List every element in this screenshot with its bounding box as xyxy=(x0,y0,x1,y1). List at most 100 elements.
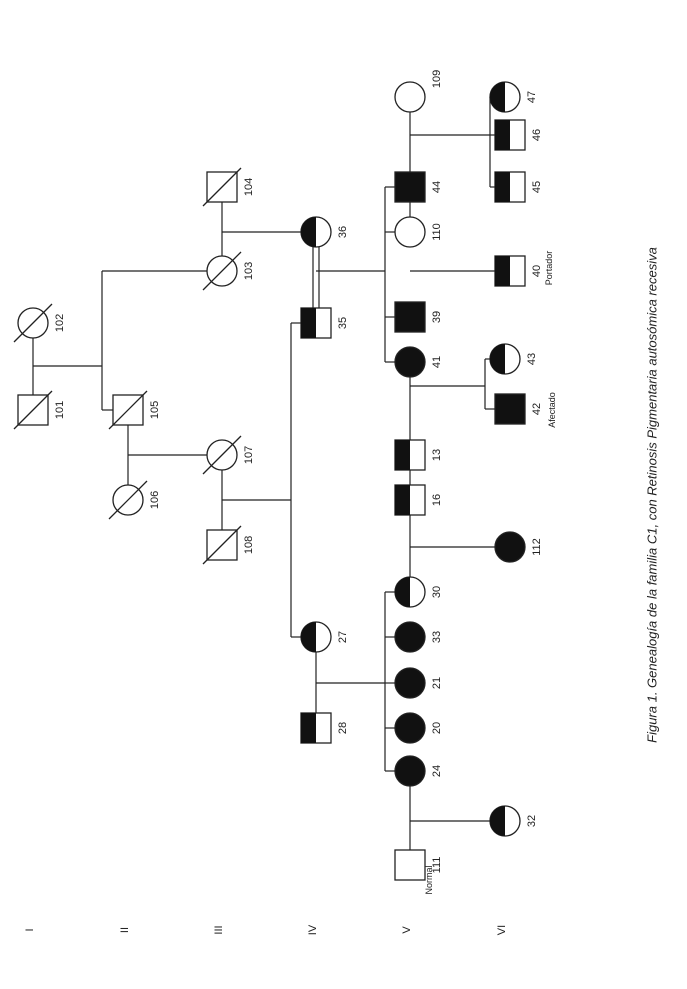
individual-id-label: 112 xyxy=(531,538,543,556)
individual-id-label: 32 xyxy=(526,815,538,827)
annotation-afectado: Afectado xyxy=(547,392,557,428)
individual-43 xyxy=(489,343,521,375)
generation-label: IV xyxy=(307,924,319,935)
deceased-slash xyxy=(13,390,53,430)
individual-33 xyxy=(394,621,426,653)
individual-45 xyxy=(494,171,526,203)
female-symbol xyxy=(394,81,426,113)
individual-110 xyxy=(394,216,426,248)
individual-109 xyxy=(394,81,426,113)
carrier-half-fill xyxy=(395,485,410,515)
carrier-half-fill xyxy=(495,256,510,286)
individual-id-label: 41 xyxy=(431,356,443,368)
individual-id-label: 106 xyxy=(149,491,161,509)
individual-id-label: 102 xyxy=(54,314,66,332)
female-symbol xyxy=(394,712,426,744)
individual-108 xyxy=(202,525,242,565)
individual-id-label: 103 xyxy=(243,262,255,280)
annotation-portador: Portador xyxy=(544,251,554,286)
male-symbol xyxy=(394,171,426,203)
individual-id-label: 13 xyxy=(431,449,443,461)
carrier-half-fill xyxy=(301,308,316,338)
deceased-slash xyxy=(202,525,242,565)
individual-20 xyxy=(394,712,426,744)
individual-id-label: 16 xyxy=(431,494,443,506)
individual-111 xyxy=(394,849,426,881)
individual-21 xyxy=(394,667,426,699)
carrier-half-fill xyxy=(495,172,510,202)
deceased-slash xyxy=(202,251,242,291)
male-symbol xyxy=(394,849,426,881)
annotation-normal: Normal xyxy=(424,865,434,894)
individual-id-label: 27 xyxy=(337,631,349,643)
individual-39 xyxy=(394,301,426,333)
individual-id-label: 110 xyxy=(431,223,443,241)
generation-label: III xyxy=(213,925,225,934)
individual-16 xyxy=(394,484,426,516)
individual-id-label: 47 xyxy=(526,91,538,103)
individual-id-label: 43 xyxy=(526,353,538,365)
individual-id-label: 40 xyxy=(531,265,543,277)
carrier-half-fill xyxy=(395,440,410,470)
individual-40 xyxy=(494,255,526,287)
individual-id-label: 111 xyxy=(431,857,443,874)
individual-36 xyxy=(300,216,332,248)
individual-id-label: 39 xyxy=(431,311,443,323)
female-symbol xyxy=(394,667,426,699)
male-symbol xyxy=(494,393,526,425)
carrier-half-fill xyxy=(490,806,505,836)
individual-35 xyxy=(300,307,332,339)
deceased-slash xyxy=(108,480,148,520)
female-symbol xyxy=(394,346,426,378)
carrier-half-fill xyxy=(395,577,410,607)
individual-105 xyxy=(108,390,148,430)
carrier-half-fill xyxy=(495,120,510,150)
individual-112 xyxy=(494,531,526,563)
deceased-slash xyxy=(202,167,242,207)
individual-24 xyxy=(394,755,426,787)
id-labels: 1011021031041051061071083536272824202133… xyxy=(54,70,543,874)
deceased-slash xyxy=(108,390,148,430)
individual-id-label: 21 xyxy=(431,677,443,689)
individual-id-label: 107 xyxy=(243,446,255,464)
individual-42 xyxy=(494,393,526,425)
deceased-slash xyxy=(13,303,53,343)
generation-label: I xyxy=(24,928,36,931)
individual-id-label: 44 xyxy=(431,181,443,193)
individual-id-label: 108 xyxy=(243,536,255,554)
female-symbol xyxy=(394,621,426,653)
individual-id-label: 109 xyxy=(431,70,443,88)
carrier-half-fill xyxy=(301,713,316,743)
individual-symbols xyxy=(13,81,526,881)
individual-id-label: 28 xyxy=(337,722,349,734)
individual-id-label: 105 xyxy=(149,401,161,419)
individual-id-label: 33 xyxy=(431,631,443,643)
individual-47 xyxy=(489,81,521,113)
figure-caption: Figura 1. Genealogía de la familia C1, c… xyxy=(644,247,660,743)
deceased-slash xyxy=(202,435,242,475)
individual-id-label: 42 xyxy=(531,403,543,415)
generation-label: VI xyxy=(496,925,508,935)
individual-107 xyxy=(202,435,242,475)
individual-id-label: 30 xyxy=(431,586,443,598)
individual-30 xyxy=(394,576,426,608)
individual-106 xyxy=(108,480,148,520)
female-symbol xyxy=(494,531,526,563)
individual-44 xyxy=(394,171,426,203)
individual-101 xyxy=(13,390,53,430)
carrier-half-fill xyxy=(301,217,316,247)
individual-103 xyxy=(202,251,242,291)
individual-41 xyxy=(394,346,426,378)
relationship-lines xyxy=(32,96,495,850)
individual-28 xyxy=(300,712,332,744)
individual-27 xyxy=(300,621,332,653)
individual-46 xyxy=(494,119,526,151)
generation-label: II xyxy=(119,927,131,933)
carrier-half-fill xyxy=(301,622,316,652)
individual-104 xyxy=(202,167,242,207)
individual-id-label: 45 xyxy=(531,181,543,193)
individual-id-label: 46 xyxy=(531,129,543,141)
carrier-half-fill xyxy=(490,82,505,112)
